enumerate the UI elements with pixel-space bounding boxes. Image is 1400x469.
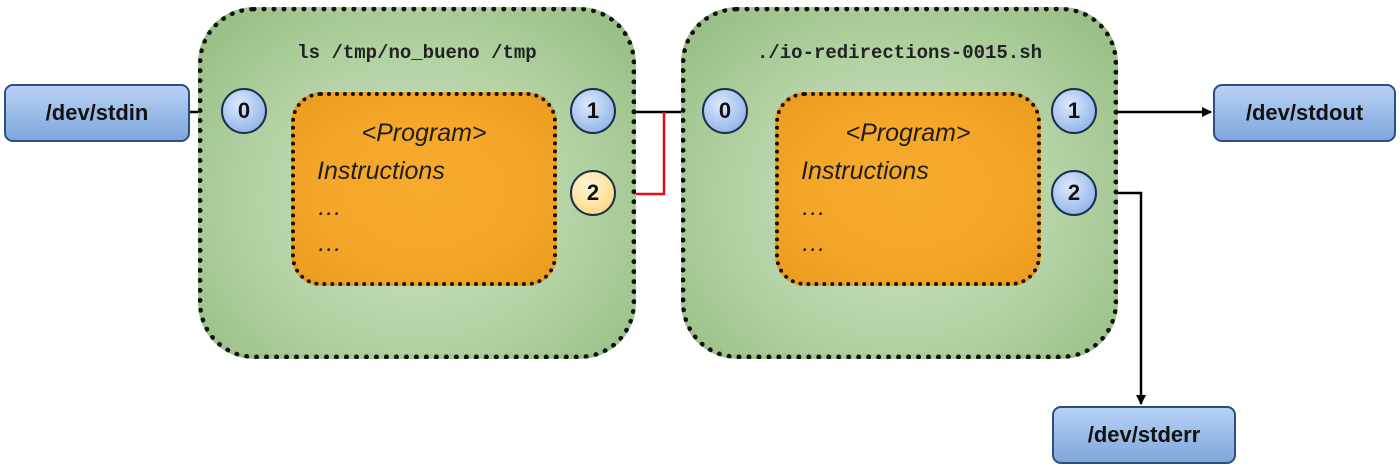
process-2-box: ./io-redirections-0015.sh <Program> Inst… <box>681 7 1118 359</box>
process-2-fd0-stdin: 0 <box>702 88 748 134</box>
process-1-box: ls /tmp/no_bueno /tmp <Program> Instruct… <box>198 7 636 359</box>
process-2-fd2-label: 2 <box>1067 180 1081 205</box>
process-1-program-title: <Program> <box>361 119 487 147</box>
process-2-fd0-label: 0 <box>718 98 732 123</box>
process-1-fd0-label: 0 <box>237 98 251 123</box>
process-2-fd1-label: 1 <box>1067 98 1081 123</box>
process-2-fd1-stdout: 1 <box>1051 88 1097 134</box>
process-2-program-instructions: Instructions <box>801 157 929 185</box>
process-2-command: ./io-redirections-0015.sh <box>756 42 1043 64</box>
process-1-fd0-stdin: 0 <box>221 88 267 134</box>
process-2-program-title: <Program> <box>845 119 971 147</box>
process-1-fd2-stderr: 2 <box>570 170 616 216</box>
process-2-program-ellipsis-2: … <box>801 229 826 257</box>
process-1-fd2-label: 2 <box>586 180 600 205</box>
process-1-program-ellipsis-2: … <box>317 229 342 257</box>
dev-stdin-box: /dev/stdin <box>4 84 190 142</box>
dev-stdin-label: /dev/stdin <box>45 100 149 125</box>
process-2-program-box: <Program> Instructions … … <box>775 92 1041 286</box>
dev-stdout-label: /dev/stdout <box>1245 100 1364 125</box>
process-1-program-ellipsis-1: … <box>317 193 342 221</box>
process-1-command: ls /tmp/no_bueno /tmp <box>297 42 537 64</box>
process-1-fd1-label: 1 <box>586 98 600 123</box>
process-1-program-box: <Program> Instructions … … <box>291 92 557 286</box>
process-1-program-instructions: Instructions <box>317 157 445 185</box>
dev-stderr-label: /dev/stderr <box>1087 422 1201 447</box>
process-2-fd2-stderr: 2 <box>1051 170 1097 216</box>
dev-stdout-box: /dev/stdout <box>1213 84 1396 142</box>
process-2-program-ellipsis-1: … <box>801 193 826 221</box>
process-1-fd1-stdout: 1 <box>570 88 616 134</box>
dev-stderr-box: /dev/stderr <box>1052 406 1236 464</box>
